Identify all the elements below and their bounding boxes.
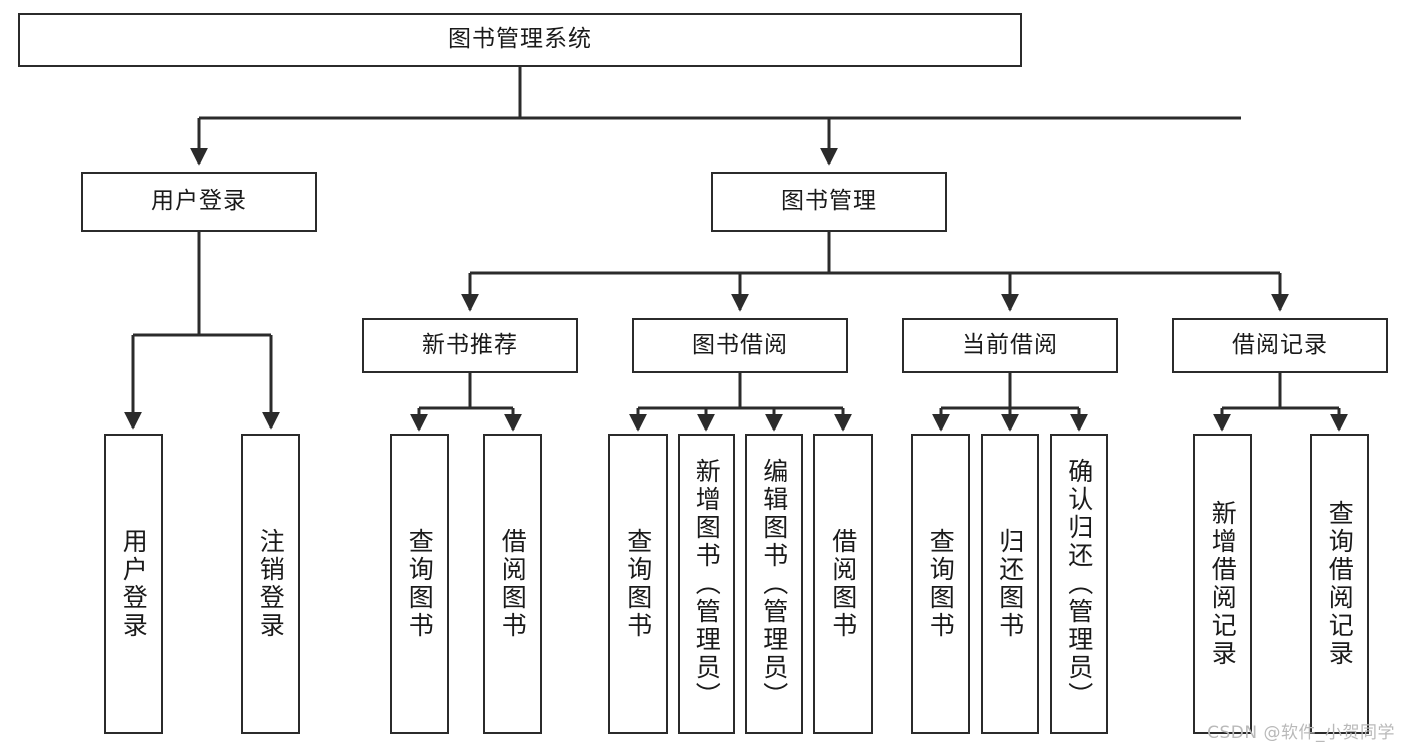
leaf-new-book-query[interactable]: 查询图书: [390, 434, 449, 734]
node-label: 查询图书: [405, 528, 435, 640]
leaf-borrow-edit-book-admin[interactable]: 编辑图书（管理员）: [745, 434, 803, 734]
leaf-current-query-book[interactable]: 查询图书: [911, 434, 970, 734]
node-borrow-record[interactable]: 借阅记录: [1172, 318, 1388, 373]
leaf-new-book-borrow[interactable]: 借阅图书: [483, 434, 542, 734]
node-label: 借阅图书: [498, 528, 528, 640]
node-label: 图书管理系统: [448, 26, 592, 53]
node-label: 新增借阅记录: [1208, 500, 1238, 668]
node-label: 注销登录: [256, 528, 286, 640]
node-book-borrow[interactable]: 图书借阅: [632, 318, 848, 373]
node-label: 查询图书: [623, 528, 653, 640]
node-label: 查询图书: [926, 528, 956, 640]
leaf-borrow-add-book-admin[interactable]: 新增图书（管理员）: [678, 434, 735, 734]
node-user-login[interactable]: 用户登录: [81, 172, 317, 232]
node-label: 借阅记录: [1232, 331, 1328, 358]
leaf-current-return-book[interactable]: 归还图书: [981, 434, 1039, 734]
leaf-record-query-borrow-record[interactable]: 查询借阅记录: [1310, 434, 1369, 734]
leaf-user-login-signout[interactable]: 注销登录: [241, 434, 300, 734]
watermark-credit: CSDN @软件_小贺同学: [1207, 723, 1395, 743]
node-label: 用户登录: [151, 188, 247, 215]
node-label: 借阅图书: [828, 528, 858, 640]
leaf-current-confirm-return-admin[interactable]: 确认归还（管理员）: [1050, 434, 1108, 734]
node-label: 归还图书: [995, 528, 1025, 640]
node-root-book-management-system[interactable]: 图书管理系统: [18, 13, 1022, 67]
node-book-management[interactable]: 图书管理: [711, 172, 947, 232]
node-label: 用户登录: [119, 528, 149, 640]
leaf-borrow-query-book[interactable]: 查询图书: [608, 434, 668, 734]
node-label: 图书管理: [781, 188, 877, 215]
node-new-book-recommend[interactable]: 新书推荐: [362, 318, 578, 373]
leaf-record-add-borrow-record[interactable]: 新增借阅记录: [1193, 434, 1252, 734]
node-label: 查询借阅记录: [1325, 500, 1355, 668]
node-label: 当前借阅: [962, 331, 1058, 358]
node-label: 新书推荐: [422, 331, 518, 358]
leaf-borrow-borrow-book[interactable]: 借阅图书: [813, 434, 873, 734]
node-label: 确认归还（管理员）: [1064, 458, 1094, 710]
node-label: 新增图书（管理员）: [692, 458, 722, 710]
node-label: 图书借阅: [692, 331, 788, 358]
node-label: 编辑图书（管理员）: [759, 458, 789, 710]
leaf-user-login-signin[interactable]: 用户登录: [104, 434, 163, 734]
node-current-borrow[interactable]: 当前借阅: [902, 318, 1118, 373]
